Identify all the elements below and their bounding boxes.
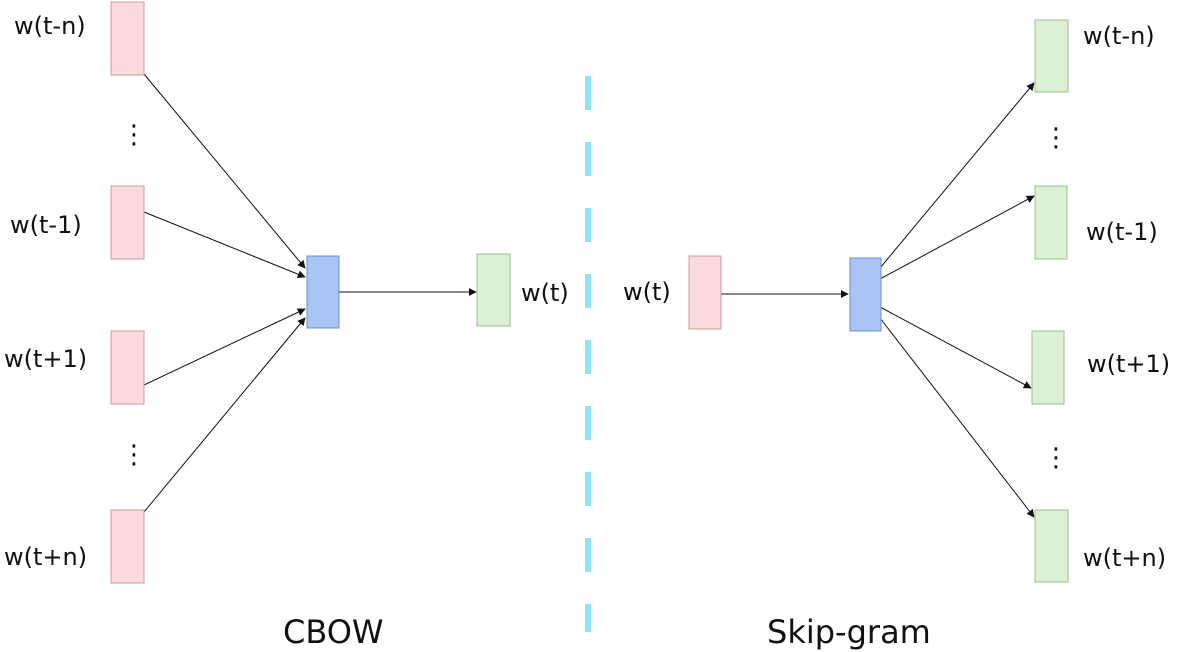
cbow-ellipsis-bottom: ⋮ xyxy=(121,440,147,470)
skipgram-input-label: w(t) xyxy=(623,278,671,306)
skipgram-title: Skip-gram xyxy=(767,613,931,651)
cbow-output-box xyxy=(476,253,511,327)
skipgram-output-box-t-n xyxy=(1034,19,1069,93)
skipgram-ellipsis-bottom: ⋮ xyxy=(1043,443,1069,473)
skipgram-edge-t-1 xyxy=(879,195,1035,280)
skipgram-output-label-t+1: w(t+1) xyxy=(1087,350,1171,378)
skipgram-output-label-t-1: w(t-1) xyxy=(1086,218,1158,246)
skipgram-output-box-t+1 xyxy=(1031,330,1065,405)
skipgram-output-box-t+n xyxy=(1034,509,1069,583)
cbow-input-label-t+n: w(t+n) xyxy=(4,543,88,571)
cbow-input-box-t+n xyxy=(110,509,145,584)
cbow-input-label-t-n: w(t-n) xyxy=(14,12,86,40)
cbow-input-label-t-1: w(t-1) xyxy=(10,211,82,239)
skipgram-output-label-t+n: w(t+n) xyxy=(1083,544,1167,572)
skipgram-output-box-t-1 xyxy=(1034,185,1068,260)
cbow-edge-t+1 xyxy=(143,308,306,386)
skipgram-input-box xyxy=(688,255,722,330)
skipgram-edge-t+n xyxy=(879,317,1035,518)
cbow-output-label: w(t) xyxy=(521,279,569,307)
cbow-edge-t+n xyxy=(143,317,306,513)
cbow-edge-t-1 xyxy=(143,211,306,279)
skipgram-ellipsis-top: ⋮ xyxy=(1043,123,1069,153)
skipgram-edge-t+1 xyxy=(879,306,1032,389)
cbow-edge-t-n xyxy=(143,73,306,269)
skipgram-hidden-box xyxy=(849,257,882,332)
cbow-input-box-t+1 xyxy=(110,330,145,405)
skipgram-edge-t-n xyxy=(879,82,1035,269)
cbow-input-box-t-n xyxy=(110,1,145,76)
cbow-input-label-t+1: w(t+1) xyxy=(4,345,88,373)
cbow-ellipsis-top: ⋮ xyxy=(121,120,147,150)
skipgram-output-label-t-n: w(t-n) xyxy=(1083,22,1155,50)
cbow-input-box-t-1 xyxy=(110,185,145,260)
cbow-hidden-box xyxy=(306,255,340,329)
cbow-title: CBOW xyxy=(283,613,384,651)
